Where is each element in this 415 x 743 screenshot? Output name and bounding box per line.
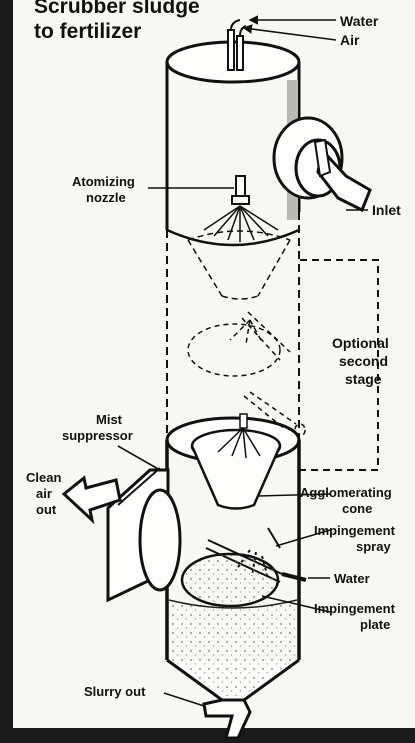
label-slurry: Slurry out — [84, 684, 146, 699]
label-optional-1: Optional — [332, 335, 389, 351]
label-agglom-2: cone — [342, 501, 372, 516]
label-impplate-2: plate — [360, 617, 390, 632]
first-stage-spray — [188, 206, 290, 299]
label-clean-1: Clean — [26, 470, 61, 485]
title-line1: Scrubber sludge — [34, 0, 200, 18]
impingement-plate — [182, 554, 278, 606]
label-impplate-1: Impingement — [314, 601, 396, 616]
water-air-pipes — [228, 20, 246, 70]
agglomerating-cone — [192, 430, 280, 509]
page-edge-left — [0, 0, 13, 743]
label-water-top: Water — [340, 13, 379, 29]
label-clean-2: air — [36, 486, 52, 501]
label-optional-3: stage — [345, 371, 382, 387]
atomizing-nozzle — [232, 176, 249, 204]
label-atomizing-1: Atomizing — [72, 174, 135, 189]
page-edge-bottom — [0, 728, 415, 743]
label-mist-2: suppressor — [62, 428, 133, 443]
label-inlet: Inlet — [372, 202, 401, 218]
label-atomizing-2: nozzle — [86, 190, 126, 205]
label-mist-1: Mist — [96, 412, 123, 427]
slurry-pool — [169, 600, 297, 696]
label-water-low: Water — [334, 571, 370, 586]
label-impspray-2: spray — [356, 539, 391, 554]
label-optional-2: second — [339, 353, 388, 369]
label-clean-3: out — [36, 502, 57, 517]
label-agglom-1: Agglomerating — [300, 485, 392, 500]
label-impspray-1: Impingement — [314, 523, 396, 538]
title-line2: to fertilizer — [34, 20, 141, 43]
label-air: Air — [340, 32, 360, 48]
